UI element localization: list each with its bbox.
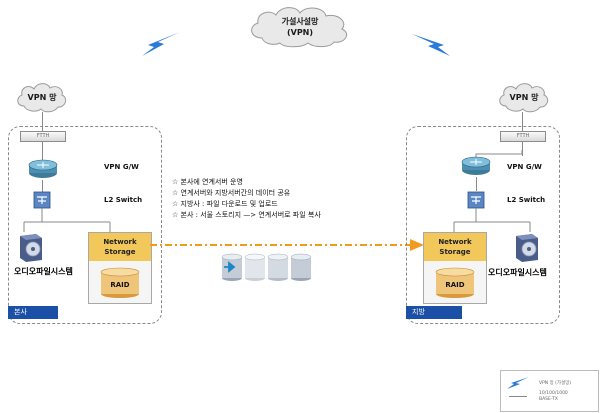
hq-site-box <box>8 126 162 324</box>
branch-audio-label: 오디오파일시스템 <box>488 268 547 277</box>
hq-ftth-box: FTTH <box>20 131 66 142</box>
branch-storage-line2: Storage <box>439 248 471 256</box>
note-item: ☆ 연계서버와 지방서버간의 데이터 공유 <box>172 189 291 197</box>
branch-site-box <box>406 126 560 324</box>
hq-ftth-label: FTTH <box>36 133 50 139</box>
branch-switch-icon <box>467 191 485 209</box>
lightning-left-icon <box>142 32 180 56</box>
hq-site-tag: 본사 <box>8 306 58 319</box>
data-cylinders-icon <box>221 253 312 281</box>
note-item: ☆ 지방사 : 파일 다운로드 및 업로드 <box>172 200 278 208</box>
branch-gw-label: VPN G/W <box>507 163 542 171</box>
legend-line-icon <box>509 396 527 397</box>
hq-storage-line2: Storage <box>104 248 136 256</box>
vpn-cloud: 가설사설망 (VPN) <box>244 4 356 48</box>
branch-links <box>453 208 531 232</box>
legend-lightning-icon <box>507 377 529 389</box>
legend-speed-label: 10/100/1000 <box>539 391 568 396</box>
notes-list: ☆ 본사에 연계서버 운영 ☆ 연계서버와 지방서버간의 데이터 공유 ☆ 지방… <box>172 177 321 221</box>
hq-storage-header: Network Storage <box>89 233 151 261</box>
branch-vpn-link <box>522 112 523 132</box>
legend: VPN 망 (가설망) 10/100/1000 BASE-TX <box>500 370 599 412</box>
branch-gw-link <box>476 177 477 191</box>
hq-router-icon <box>28 159 58 178</box>
note-item: ☆ 본사에 연계서버 운영 <box>172 178 243 186</box>
branch-audio-server-icon <box>516 234 538 262</box>
file-transfer-arrow <box>150 239 424 251</box>
branch-top-link <box>475 150 523 158</box>
branch-storage-header: Network Storage <box>424 233 486 261</box>
hq-audio-label: 오디오파일시스템 <box>14 267 73 276</box>
hq-links <box>23 208 111 232</box>
hq-audio-server-icon <box>20 234 42 262</box>
hq-l2-label: L2 Switch <box>104 196 143 204</box>
branch-ftth-link <box>522 142 523 156</box>
branch-raid-label: RAID <box>445 281 465 289</box>
branch-l2-label: L2 Switch <box>507 196 546 204</box>
hq-gw-label: VPN G/W <box>104 163 139 171</box>
lightning-right-icon <box>412 34 450 56</box>
branch-router-icon <box>461 156 491 175</box>
legend-base-label: BASE-TX <box>539 397 558 402</box>
hq-vpn-cloud: VPN 망 <box>14 80 70 114</box>
vpn-cloud-title: 가설사설망 <box>281 17 319 26</box>
hq-vpn-label: VPN 망 <box>27 93 57 102</box>
branch-storage-line1: Network <box>438 238 472 246</box>
hq-raid-icon <box>100 267 140 298</box>
branch-ftth-label: FTTH <box>516 133 530 139</box>
hq-raid-label: RAID <box>110 281 130 289</box>
branch-site-tag: 지방 <box>406 306 462 319</box>
branch-ftth-box: FTTH <box>500 131 546 142</box>
hq-ftth-link <box>42 142 43 162</box>
hq-switch-icon <box>33 191 51 209</box>
branch-vpn-label: VPN 망 <box>509 93 539 102</box>
hq-storage-line1: Network <box>103 238 137 246</box>
branch-raid-icon <box>435 267 475 298</box>
note-item: ☆ 본사 : 서울 스토리지 —> 연계서버로 파일 복사 <box>172 211 321 219</box>
branch-network-storage: Network Storage RAID <box>423 232 487 304</box>
branch-vpn-cloud: VPN 망 <box>496 80 552 114</box>
hq-gw-link <box>42 180 43 192</box>
hq-network-storage: Network Storage RAID <box>88 232 152 304</box>
vpn-cloud-subtitle: (VPN) <box>286 28 314 37</box>
hq-vpn-link <box>42 112 43 132</box>
legend-vpn-label: VPN 망 (가설망) <box>539 381 572 386</box>
